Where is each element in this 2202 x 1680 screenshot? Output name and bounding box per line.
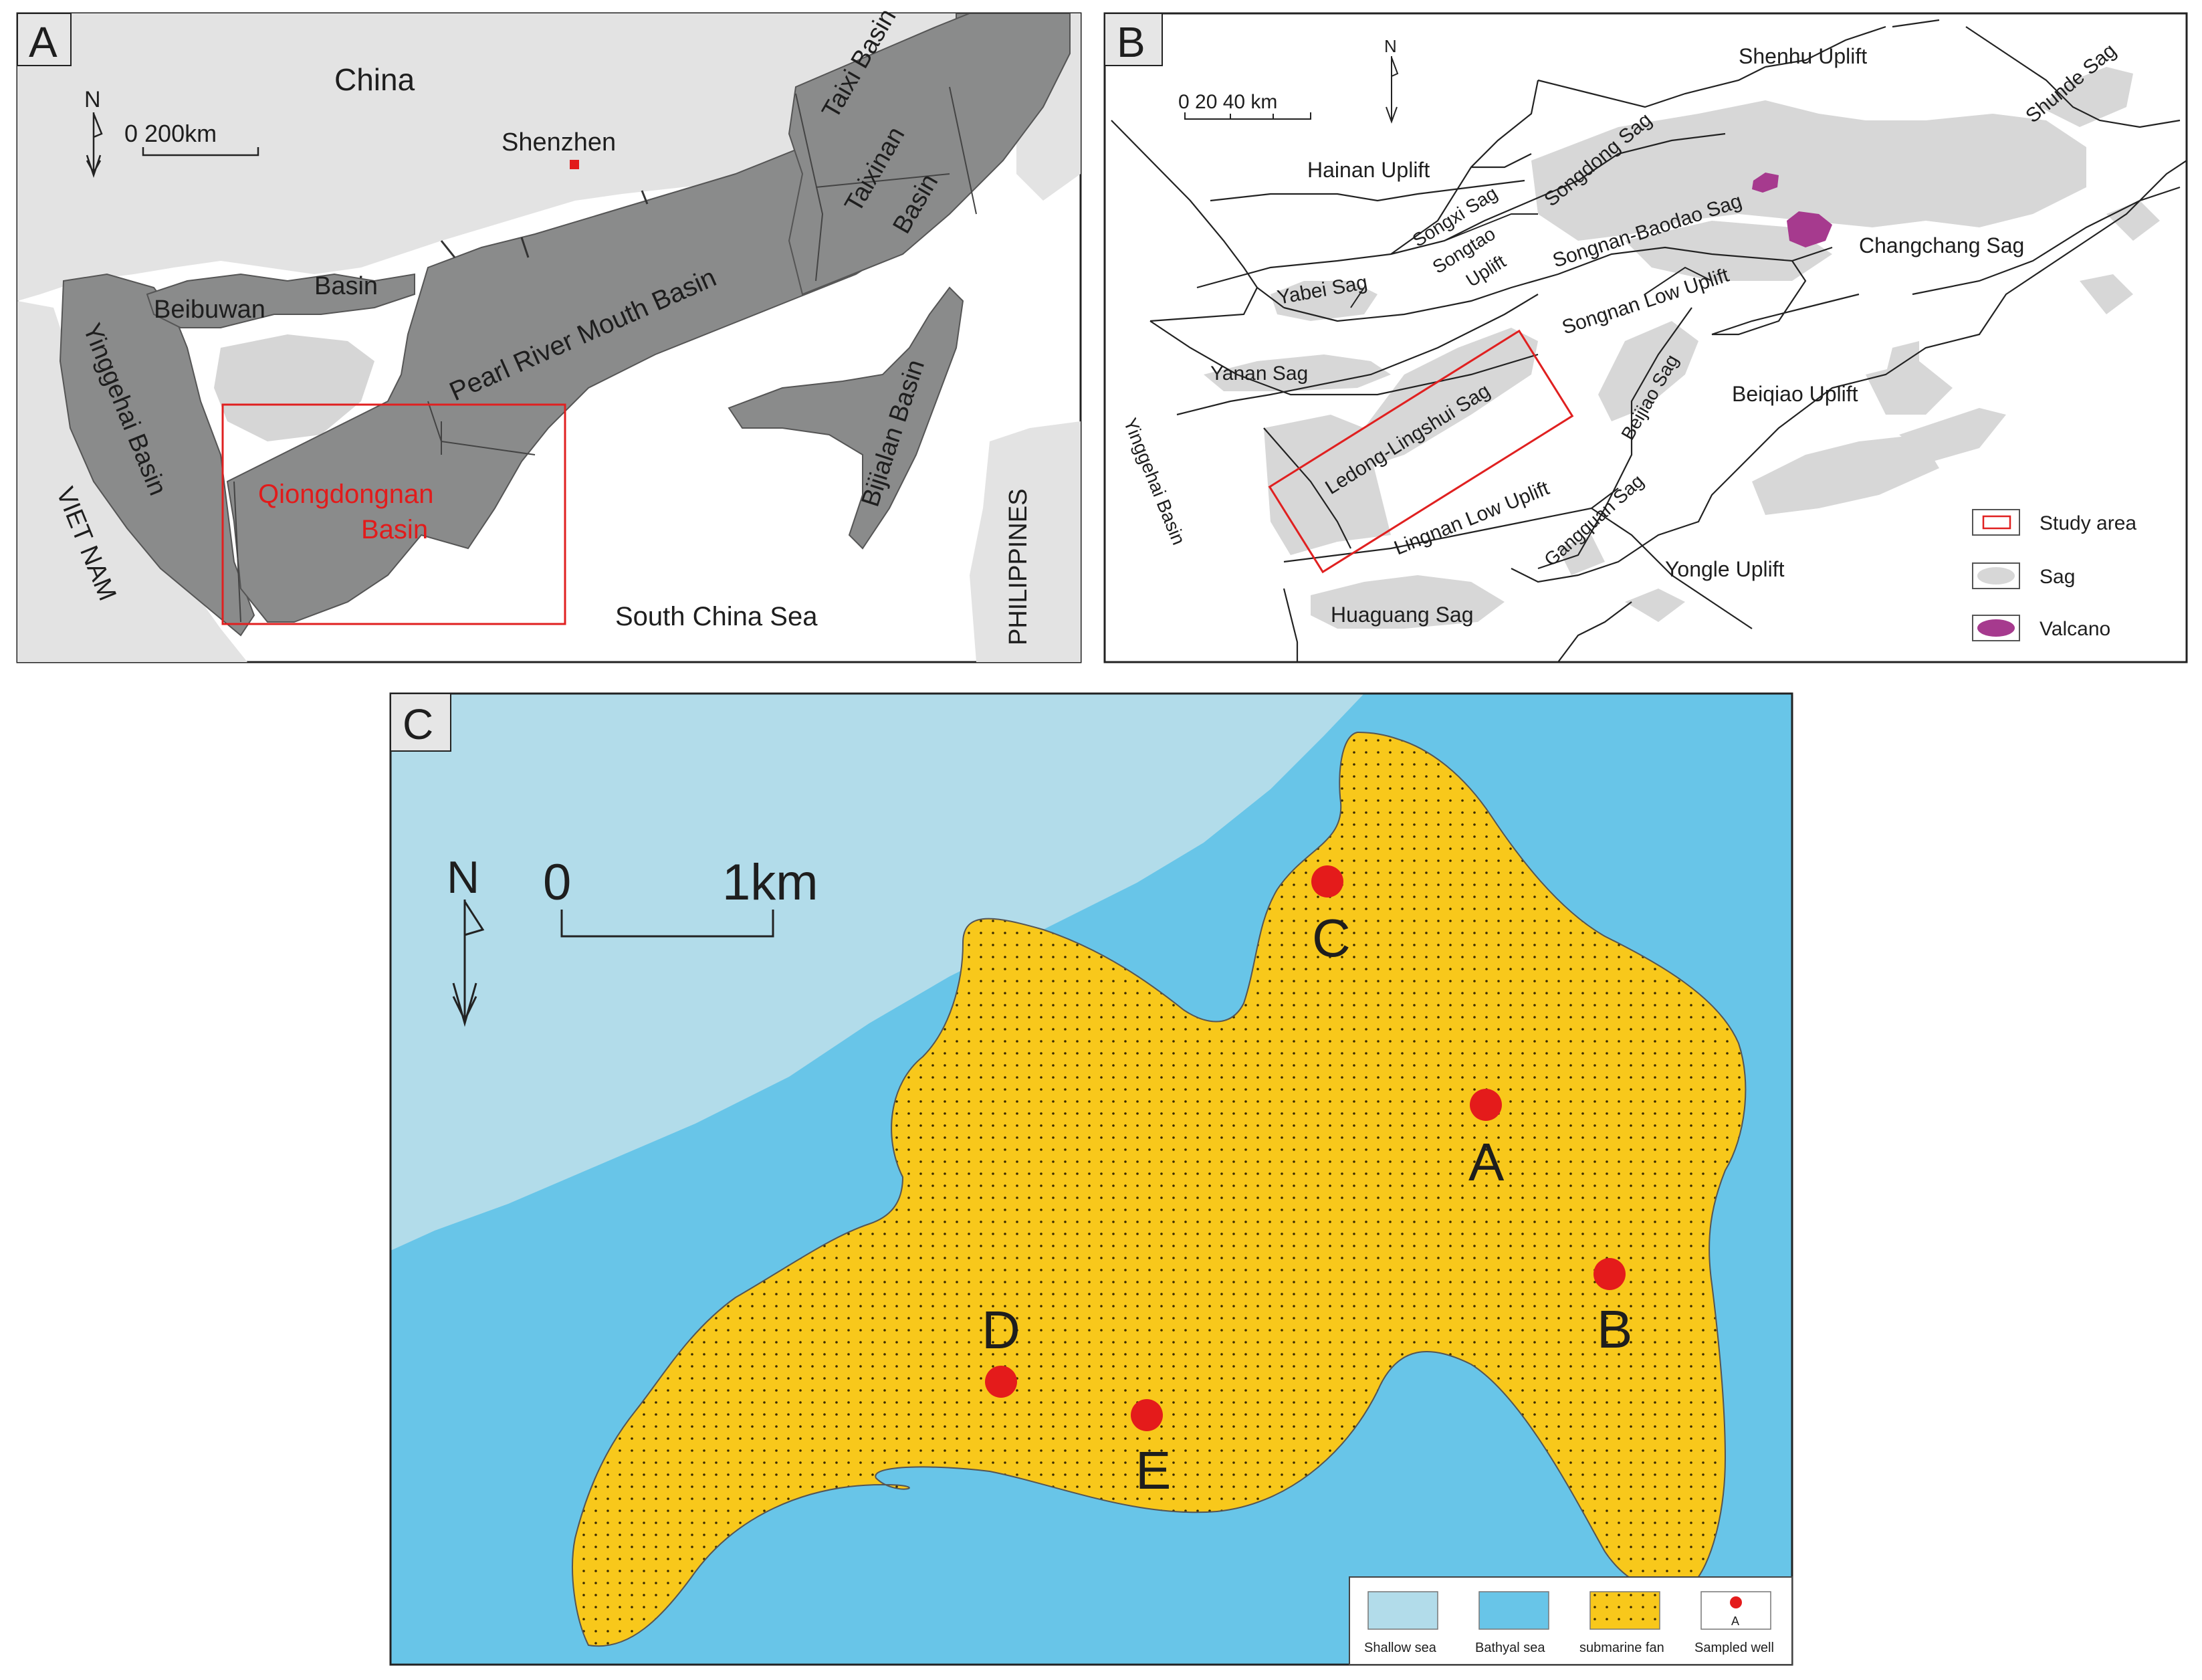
panel-b-letter: B [1117,18,1145,66]
well-marker-a [1470,1089,1502,1121]
study-area-box [221,403,566,625]
scale-label-b: 0 20 40 km [1178,91,1277,113]
north-label-b: N [1384,36,1397,56]
label-beibuwan: Beibuwan [154,296,265,324]
study-area-rect-b [1268,329,1574,574]
north-label-a: N [84,87,101,112]
sag-outlines [1350,213,1713,308]
submarine-fan [572,731,1747,1647]
legend-sag: Sag [2040,566,2075,588]
panel-b-legend: Study area Sag Valcano [1972,509,2136,641]
panel-b-letter-box [1104,13,1163,66]
label-hainan: Hainan Uplift [1307,158,1430,182]
well-marker-e [1131,1399,1163,1431]
label-changchang: Changchang Sag [1859,233,2024,257]
label-beiqiao: Beiqiao Uplift [1732,382,1858,406]
legend-bathyal-sea: Bathyal sea [1475,1641,1545,1655]
label-shenzhen: Shenzhen [502,128,616,156]
well-label-c: C [1312,908,1351,968]
scale-label-a: 0 200km [124,120,217,147]
label-huaguang: Huaguang Sag [1331,603,1474,627]
panel-a-north-arrow: N [84,87,103,178]
legend-study-area: Study area [2040,512,2136,534]
panel-a: A N 0 200km China Shenzhen Beibuwan Basi… [16,4,1082,663]
panel-c: C N 0 1km C A B D E Shall [389,692,1793,1666]
panel-b-scale-bar: 0 20 40 km [1178,91,1311,120]
legend-shallow-sea: Shallow sea [1364,1641,1437,1655]
label-shenhu: Shenhu Uplift [1739,44,1867,68]
well-label-e: E [1135,1441,1171,1500]
sampled-wells: C A B D E [982,865,1632,1500]
panel-c-scale-bar: 0 1km [543,854,818,938]
basin-boundaries [233,86,977,623]
panel-c-letter: C [403,700,433,748]
well-label-b: B [1597,1299,1632,1359]
structure-lines [1111,19,2187,662]
panel-c-frame [389,692,1793,1666]
well-label-a: A [1468,1132,1505,1192]
volcano-large [1787,211,1832,247]
panel-c-legend: Shallow sea Bathyal sea submarine fan A … [1349,1576,1793,1665]
legend-volcano: Valcano [2040,618,2110,640]
bijialan-basin [728,286,964,550]
north-label-c: N [447,852,479,903]
panel-c-letter-box [390,693,451,752]
hainan-island [214,334,374,441]
label-china: China [334,62,415,97]
label-yongle: Yongle Uplift [1665,557,1785,581]
philippines-land [970,421,1081,662]
well-marker-d [985,1366,1017,1398]
shallow-sea [391,694,1364,1251]
tick-marks [440,190,649,258]
taixi-basin [788,13,1071,296]
volcano-small [1752,173,1779,193]
beibuwan-basin [146,273,415,328]
panel-b: B N 0 20 40 km Shenhu Uplift Shunde Sag … [1103,12,2188,663]
panel-b-north-arrow: N [1384,36,1399,124]
label-yanan: Yanan Sag [1210,362,1308,385]
label-philippines: PHILIPPINES [1004,489,1032,645]
label-basin-a: Basin [314,272,378,300]
panel-a-letter-box [17,13,72,66]
legend-sampled-well: Sampled well [1694,1641,1774,1655]
scale-zero-c: 0 [543,854,571,911]
panel-c-north-arrow: N [447,852,485,1027]
scale-end-c: 1km [722,854,818,911]
legend-submarine-fan: submarine fan [1579,1641,1664,1655]
panel-a-scale-bar: 0 200km [124,120,259,156]
label-qiongdongnan-1: Qiongdongnan [258,480,433,509]
label-qiongdongnan-2: Basin [361,515,428,544]
well-label-d: D [982,1300,1020,1360]
well-marker-c [1311,865,1343,898]
corner-sea [1759,694,1792,736]
legend-well-marker: A [1731,1614,1739,1628]
well-marker-b [1593,1258,1626,1290]
label-south-china-sea: South China Sea [615,602,818,631]
shenzhen-marker [570,160,579,169]
panel-a-letter: A [29,18,58,66]
